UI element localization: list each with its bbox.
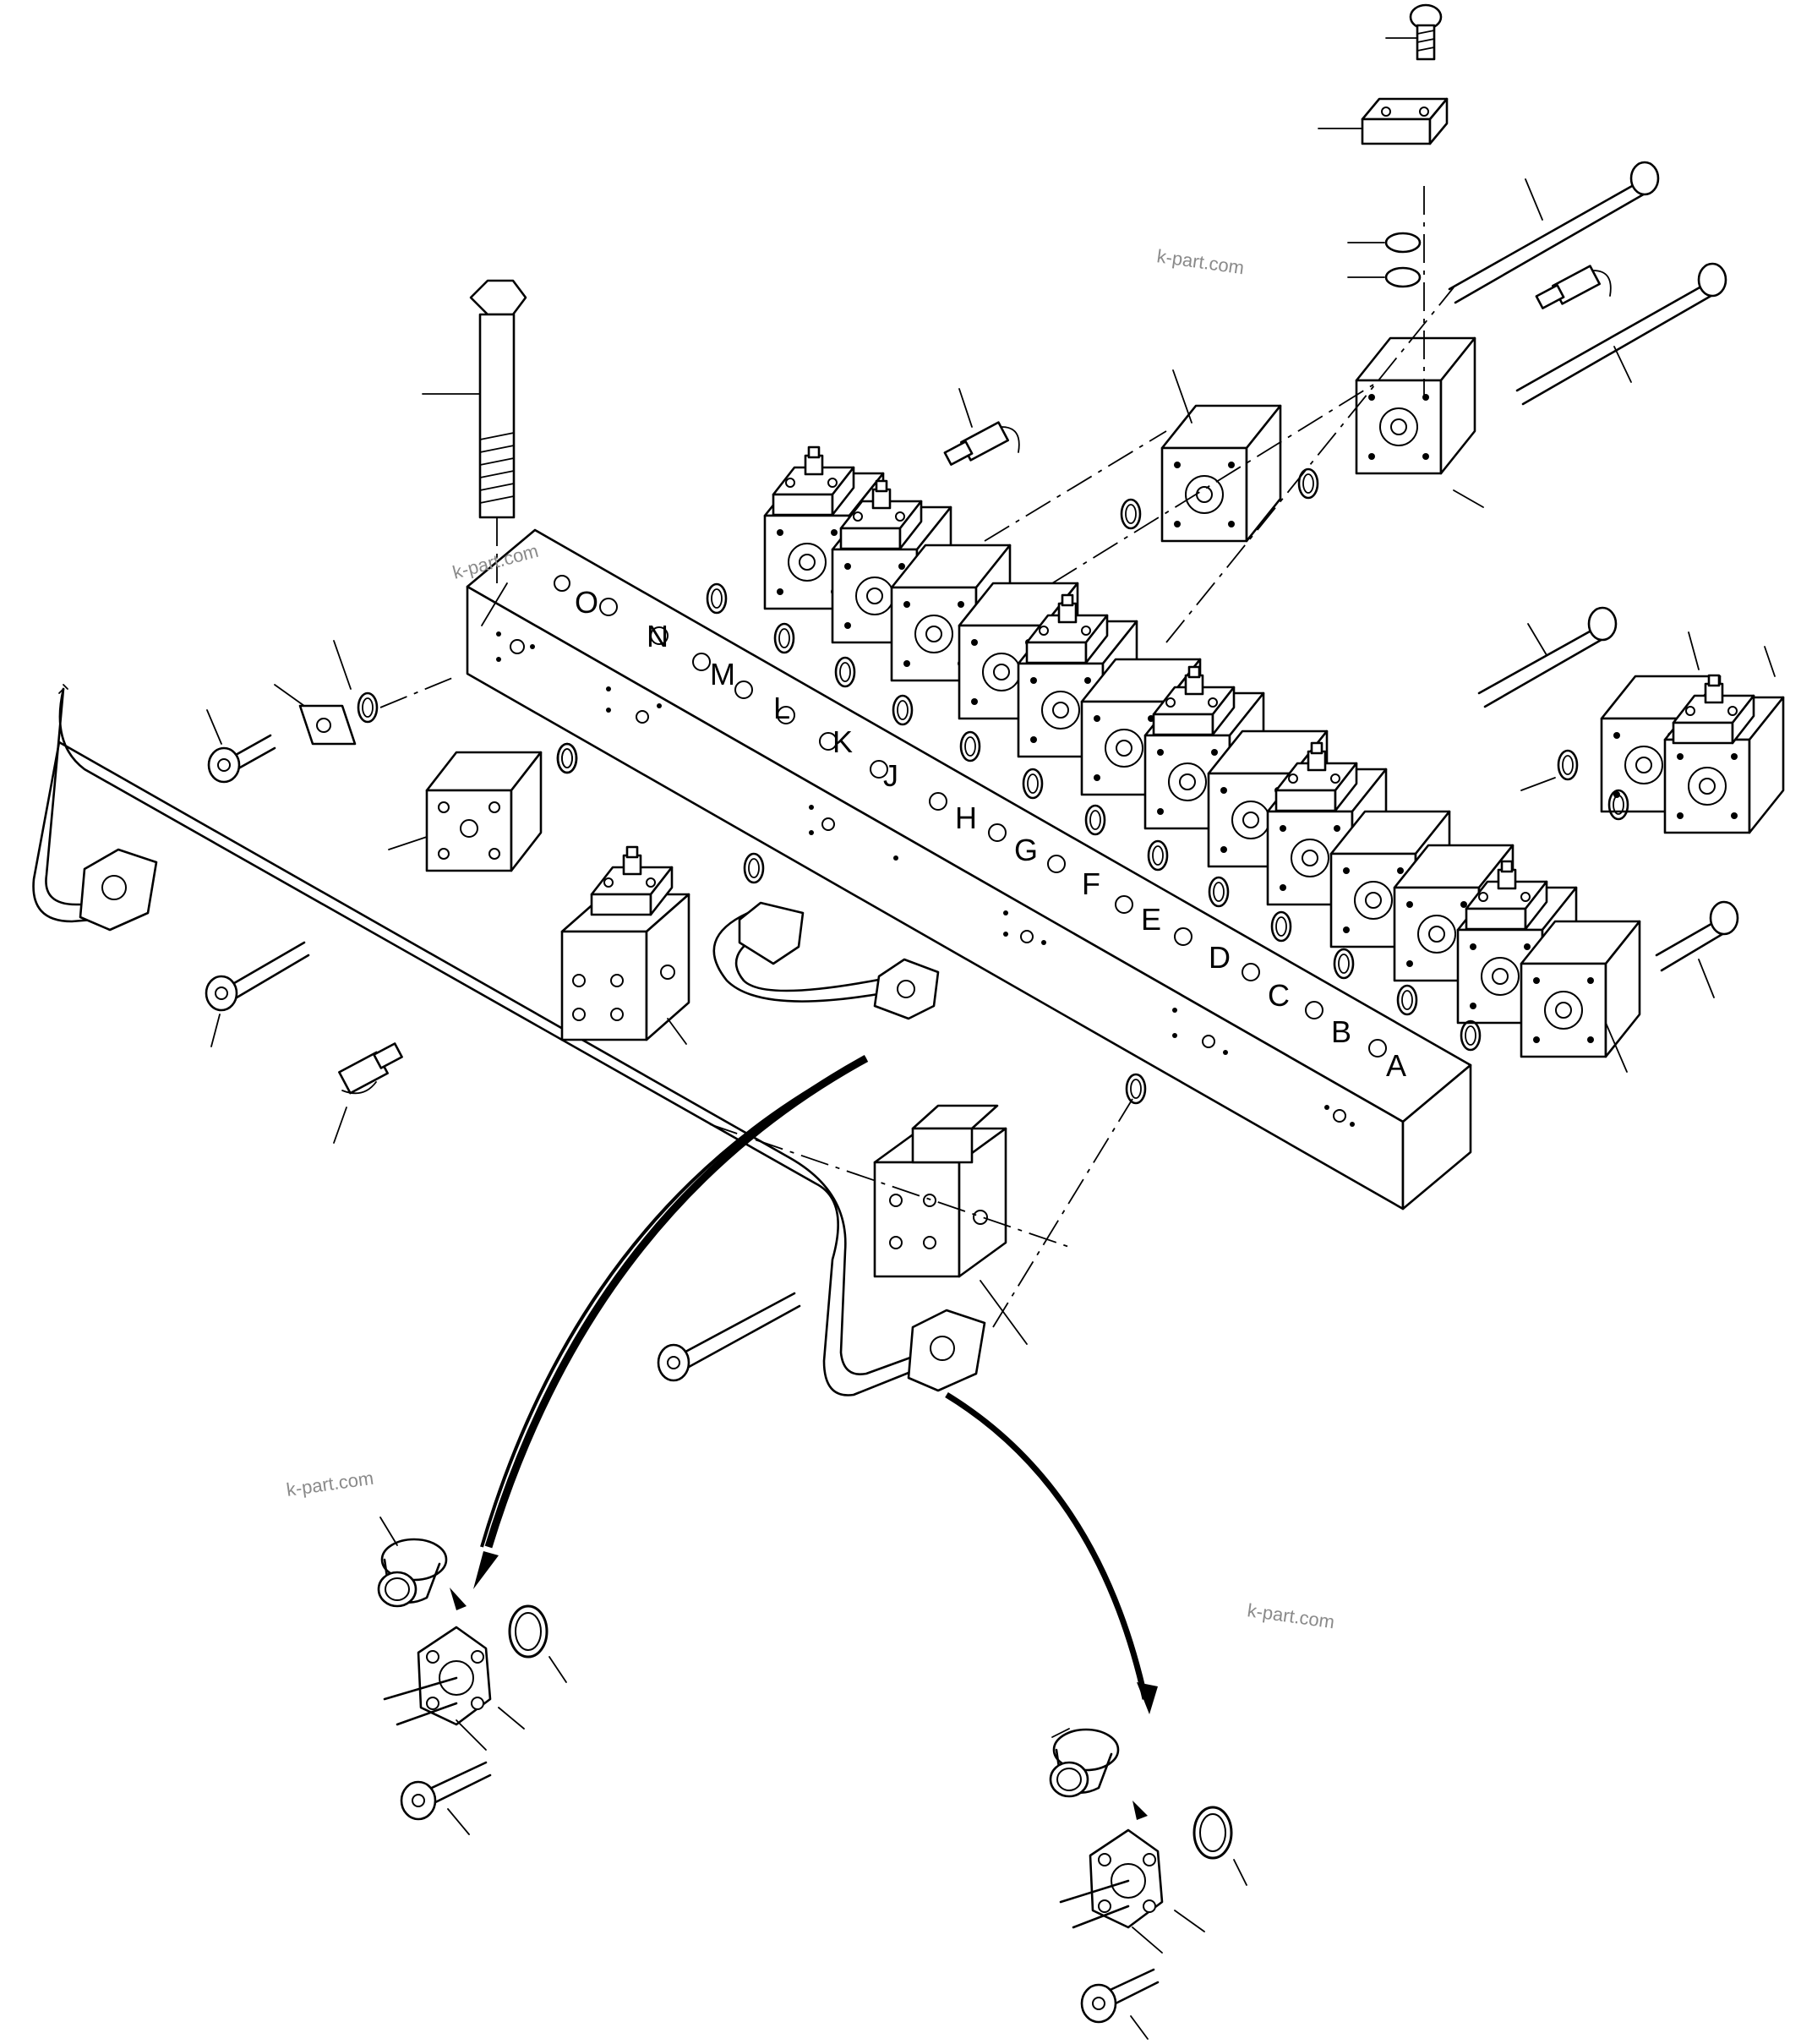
top-plate xyxy=(1361,97,1449,145)
cap-screw-lower-left xyxy=(205,941,310,1047)
dash-line-lower xyxy=(709,1123,1070,1248)
right-valve-pair xyxy=(1520,631,1785,834)
port-label-m: M xyxy=(710,657,735,691)
detail-right-flange xyxy=(1049,1728,1247,1954)
port-label-a: A xyxy=(1386,1048,1406,1083)
hex-head-bolt xyxy=(422,279,527,583)
port-label-d: D xyxy=(1209,940,1231,975)
detail-arrow-right xyxy=(945,1392,1158,1714)
detail-left-cap-screw xyxy=(400,1761,492,1835)
cap-screw-right xyxy=(1655,900,1739,998)
hydraulic-tube-long xyxy=(32,684,986,1396)
cap-screw-left xyxy=(206,709,276,784)
detail-right-cap-screw xyxy=(1080,1968,1160,2040)
lower-valve-block-2 xyxy=(873,1104,1028,1345)
detail-left-flange xyxy=(377,1517,567,1751)
port-label-l: L xyxy=(773,691,790,725)
top-cap-screw xyxy=(1409,3,1443,61)
watermark-3: k-part.com xyxy=(285,1467,374,1500)
port-label-e: E xyxy=(1141,902,1161,937)
port-label-k: K xyxy=(832,724,853,759)
watermark-1: k-part.com xyxy=(1155,245,1245,278)
port-letter-labels: A B C D E F G H J K L M N O xyxy=(575,585,1406,1083)
u-tube xyxy=(712,901,940,1020)
upper-right-valve-group xyxy=(984,3,1484,643)
test-coupling-right xyxy=(1535,265,1612,309)
lower-valve-block-1 xyxy=(560,845,690,1045)
long-cap-screw-3 xyxy=(1477,606,1618,708)
detail-arrow-left xyxy=(473,1055,869,1589)
long-cap-screw-1 xyxy=(1448,161,1660,304)
port-label-f: F xyxy=(1082,866,1100,901)
left-small-block xyxy=(388,742,578,872)
port-label-n: N xyxy=(647,619,669,653)
main-manifold-block xyxy=(466,528,1472,1211)
port-label-c: C xyxy=(1268,978,1290,1013)
test-coupling-upper xyxy=(943,388,1020,466)
port-label-o: O xyxy=(575,585,598,620)
port-label-h: H xyxy=(955,801,977,835)
dash-line-lower-2 xyxy=(992,1098,1133,1328)
port-label-j: J xyxy=(883,758,898,793)
test-coupling-lower xyxy=(333,1042,403,1144)
watermark-4: k-part.com xyxy=(1246,1599,1335,1632)
split-flange-left xyxy=(274,640,457,746)
cap-screw-lower xyxy=(657,1292,801,1382)
port-label-b: B xyxy=(1331,1014,1351,1049)
port-label-g: G xyxy=(1014,833,1038,867)
long-cap-screw-2 xyxy=(1515,262,1727,406)
leader-valve-a xyxy=(1605,1022,1628,1073)
